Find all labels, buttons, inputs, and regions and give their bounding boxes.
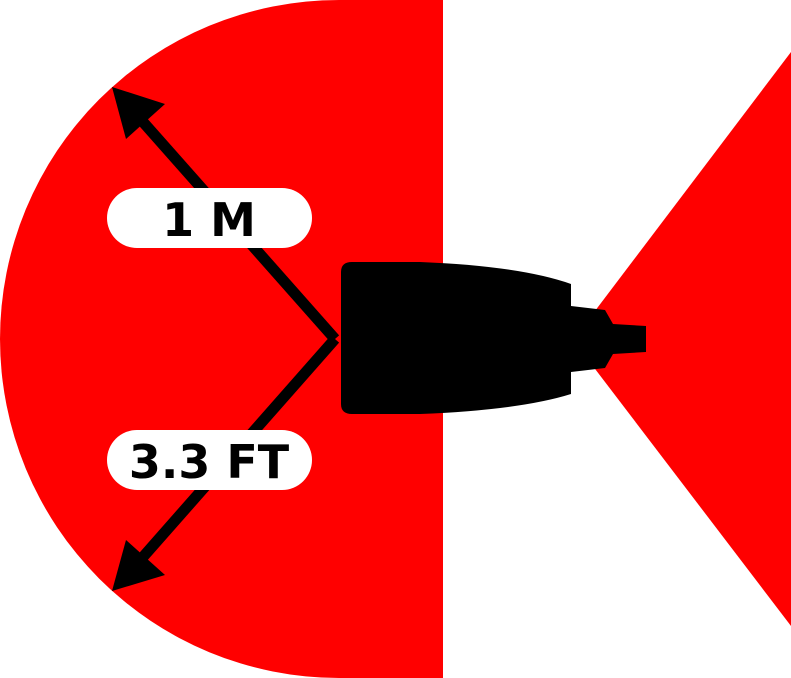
label-metric-bg bbox=[107, 188, 312, 248]
arrowhead-down bbox=[112, 540, 165, 591]
label-metric-text: 1 M bbox=[162, 193, 256, 247]
label-metric: 1 M bbox=[107, 188, 312, 248]
hazard-zone-semicircle bbox=[0, 0, 443, 678]
label-imperial-text: 3.3 FT bbox=[129, 435, 290, 489]
nozzle-icon bbox=[341, 262, 646, 414]
label-imperial-bg bbox=[107, 430, 312, 490]
spray-cone bbox=[573, 52, 791, 626]
arrowhead-up bbox=[112, 87, 165, 139]
label-imperial: 3.3 FT bbox=[107, 430, 312, 490]
